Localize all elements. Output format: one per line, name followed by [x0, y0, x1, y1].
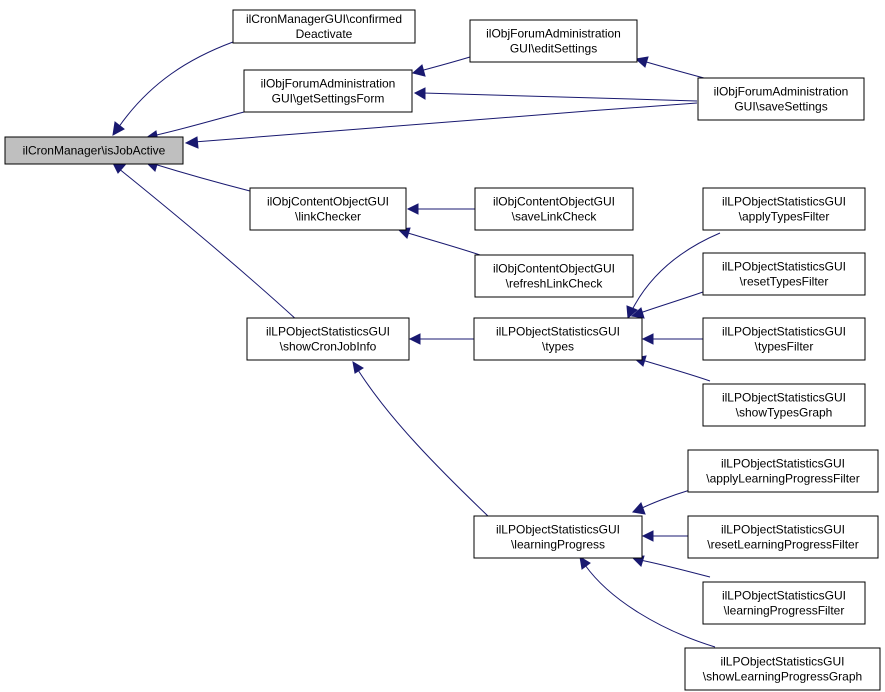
node-applyLearningProgressFilter[interactable]: ilLPObjectStatisticsGUI\applyLearningPro…	[687, 449, 879, 493]
node-typesFilter[interactable]: ilLPObjectStatisticsGUI\typesFilter	[702, 317, 866, 361]
node-label-line: \showTypesGraph	[736, 406, 833, 420]
node-box	[684, 647, 881, 691]
node-resetTypesFilter[interactable]: ilLPObjectStatisticsGUI\resetTypesFilter	[702, 252, 866, 296]
edge-learningProgress-showCronJobInfo	[352, 361, 491, 519]
edge-refreshLinkCheck-linkChecker	[396, 227, 487, 258]
node-refreshLinkCheck[interactable]: ilObjContentObjectGUI\refreshLinkCheck	[474, 254, 634, 298]
node-label-line: ilCronManagerGUI\confirmed	[246, 12, 402, 26]
node-box	[702, 317, 866, 361]
node-label-line: ilCronManager\isJobActive	[23, 144, 166, 158]
node-label-line: Deactivate	[296, 27, 353, 41]
node-saveLinkCheck[interactable]: ilObjContentObjectGUI\saveLinkCheck	[474, 187, 634, 231]
node-label-line: GUI\getSettingsForm	[272, 92, 385, 106]
node-label-line: ilLPObjectStatisticsGUI	[722, 260, 846, 274]
node-linkChecker[interactable]: ilObjContentObjectGUI\linkChecker	[249, 187, 407, 231]
node-box	[702, 187, 866, 231]
node-label-line: \learningProgress	[511, 538, 605, 552]
node-label-line: ilObjContentObjectGUI	[493, 262, 615, 276]
node-box	[4, 136, 184, 165]
node-label-line: ilObjContentObjectGUI	[493, 195, 615, 209]
node-box	[702, 581, 866, 625]
node-label-line: \resetLearningProgressFilter	[707, 538, 858, 552]
node-label-line: \typesFilter	[755, 340, 814, 354]
node-getSettingsForm[interactable]: ilObjForumAdministrationGUI\getSettingsF…	[243, 69, 413, 113]
node-label-line: ilLPObjectStatisticsGUI	[722, 195, 846, 209]
edge-resetTypesFilter-types	[630, 291, 704, 319]
node-applyTypesFilter[interactable]: ilLPObjectStatisticsGUI\applyTypesFilter	[702, 187, 866, 231]
edge-showLearningProgressGraph-learningProgress	[579, 556, 716, 648]
node-box	[469, 19, 638, 63]
edge-types-showCronJobInfo	[408, 333, 474, 345]
node-label-line: ilObjForumAdministration	[261, 77, 396, 91]
edges	[112, 41, 731, 648]
node-box	[687, 449, 879, 493]
node-label-line: \applyTypesFilter	[739, 210, 830, 224]
node-showLearningProgressGraph[interactable]: ilLPObjectStatisticsGUI\showLearningProg…	[684, 647, 881, 691]
edge-showCronJobInfo-isJobActive	[112, 162, 299, 322]
node-box	[246, 317, 410, 361]
edge-showTypesGraph-types	[632, 355, 711, 382]
node-box	[697, 77, 865, 121]
node-box	[249, 187, 407, 231]
nodes: ilCronManager\isJobActive ilCronManagerGU…	[4, 9, 881, 691]
edge-linkChecker-isJobActive	[144, 160, 251, 192]
node-showCronJobInfo[interactable]: ilLPObjectStatisticsGUI\showCronJobInfo	[246, 317, 410, 361]
node-label-line: ilObjContentObjectGUI	[267, 195, 389, 209]
node-label-line: \showCronJobInfo	[280, 340, 377, 354]
node-box	[473, 317, 643, 361]
node-label-line: ilObjForumAdministration	[486, 27, 621, 41]
node-label-line: ilLPObjectStatisticsGUI	[266, 325, 390, 339]
edge-applyTypesFilter-types	[626, 232, 721, 320]
node-box	[473, 515, 643, 559]
node-isJobActive[interactable]: ilCronManager\isJobActive	[4, 136, 184, 165]
node-label-line: ilLPObjectStatisticsGUI	[722, 589, 846, 603]
node-learningProgressFilter[interactable]: ilLPObjectStatisticsGUI\learningProgress…	[702, 581, 866, 625]
node-types[interactable]: ilLPObjectStatisticsGUI\types	[473, 317, 643, 361]
node-label-line: \applyLearningProgressFilter	[706, 472, 859, 486]
edge-confirmedDeactivate-isJobActive	[112, 41, 234, 136]
node-label-line: GUI\saveSettings	[734, 100, 827, 114]
edge-resetLearningProgressFilter-learningProgress	[641, 530, 690, 542]
edge-saveSettings-getSettingsForm	[413, 87, 698, 102]
node-label-line: ilLPObjectStatisticsGUI	[720, 655, 844, 669]
node-box	[702, 252, 866, 296]
node-label-line: \showLearningProgressGraph	[703, 670, 862, 684]
node-label-line: \types	[542, 340, 574, 354]
node-label-line: ilLPObjectStatisticsGUI	[721, 457, 845, 471]
node-label-line: ilObjForumAdministration	[714, 85, 849, 99]
node-box	[474, 254, 634, 298]
node-label-line: GUI\editSettings	[510, 42, 597, 56]
edge-saveLinkCheck-linkChecker	[406, 203, 475, 215]
node-label-line: \resetTypesFilter	[740, 275, 829, 289]
edge-learningProgressFilter-learningProgress	[630, 555, 711, 578]
node-label-line: \saveLinkCheck	[512, 210, 598, 224]
node-label-line: \learningProgressFilter	[724, 604, 845, 618]
edge-editSettings-getSettingsForm	[411, 56, 471, 77]
edge-applyLearningProgressFilter-learningProgress	[632, 489, 691, 515]
node-resetLearningProgressFilter[interactable]: ilLPObjectStatisticsGUI\resetLearningPro…	[687, 515, 879, 559]
node-label-line: ilLPObjectStatisticsGUI	[721, 523, 845, 537]
node-box	[474, 187, 634, 231]
node-label-line: ilLPObjectStatisticsGUI	[722, 325, 846, 339]
node-box	[702, 383, 866, 427]
node-showTypesGraph[interactable]: ilLPObjectStatisticsGUI\showTypesGraph	[702, 383, 866, 427]
node-box	[232, 9, 416, 44]
node-label-line: ilLPObjectStatisticsGUI	[496, 325, 620, 339]
node-box	[687, 515, 879, 559]
node-label-line: \refreshLinkCheck	[506, 277, 604, 291]
node-label-line: \linkChecker	[295, 210, 361, 224]
node-label-line: ilLPObjectStatisticsGUI	[496, 523, 620, 537]
edge-typesFilter-types	[641, 333, 703, 345]
node-learningProgress[interactable]: ilLPObjectStatisticsGUI\learningProgress	[473, 515, 643, 559]
node-box	[243, 69, 413, 113]
node-label-line: ilLPObjectStatisticsGUI	[722, 391, 846, 405]
